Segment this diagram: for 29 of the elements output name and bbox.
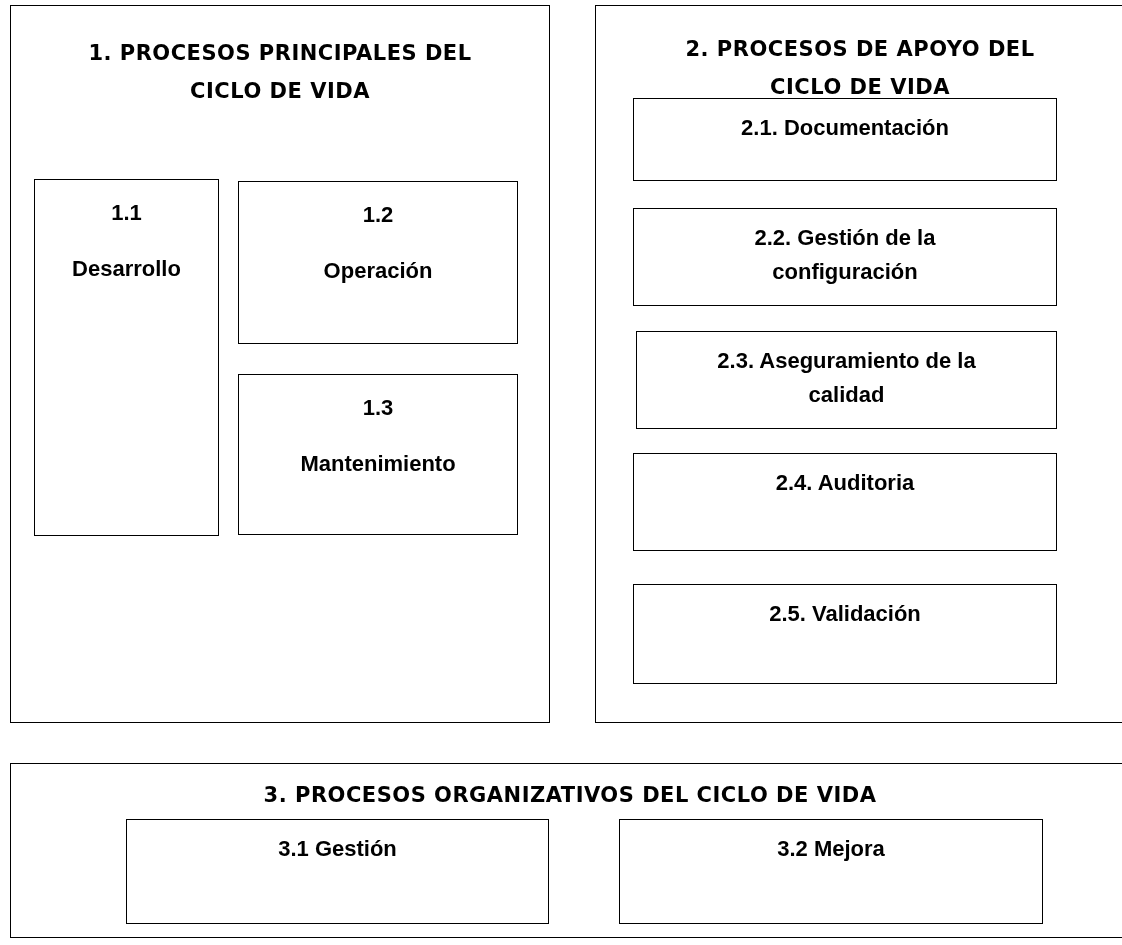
process-box [633, 453, 1057, 551]
process-box [619, 819, 1043, 924]
box-label: 3.1 Gestión [277, 835, 398, 863]
process-box [126, 819, 549, 924]
process-group [10, 5, 550, 723]
group-title: 3. PROCESOS ORGANIZATIVOS DEL CICLO DE VIDA [262, 782, 878, 809]
group-title: 2. PROCESOS DE APOYO DEL CICLO DE VIDA [684, 36, 1036, 101]
box-label: 2.1. Documentación [740, 114, 950, 142]
box-label: Operación [322, 257, 434, 285]
box-label: 2.4. Auditoria [774, 469, 916, 497]
box-number: 1.1 [110, 199, 143, 227]
box-label: Mantenimiento [299, 450, 457, 478]
box-label: 2.5. Validación [768, 600, 922, 628]
process-box [34, 179, 219, 536]
process-box [633, 208, 1057, 306]
process-box [238, 181, 518, 344]
box-label: 3.2 Mejora [776, 835, 886, 863]
process-group [595, 5, 1122, 723]
group-title: 1. PROCESOS PRINCIPALES DEL CICLO DE VIDA [87, 40, 473, 105]
process-box [633, 98, 1057, 181]
process-box [636, 331, 1057, 429]
box-number: 1.3 [361, 394, 395, 422]
process-box [633, 584, 1057, 684]
box-label: 2.2. Gestión de la configuración [753, 224, 937, 286]
process-group [10, 763, 1122, 938]
box-label: Desarrollo [71, 255, 182, 283]
process-box [238, 374, 518, 535]
box-label: 2.3. Aseguramiento de la calidad [716, 347, 977, 409]
box-number: 1.2 [361, 201, 395, 229]
